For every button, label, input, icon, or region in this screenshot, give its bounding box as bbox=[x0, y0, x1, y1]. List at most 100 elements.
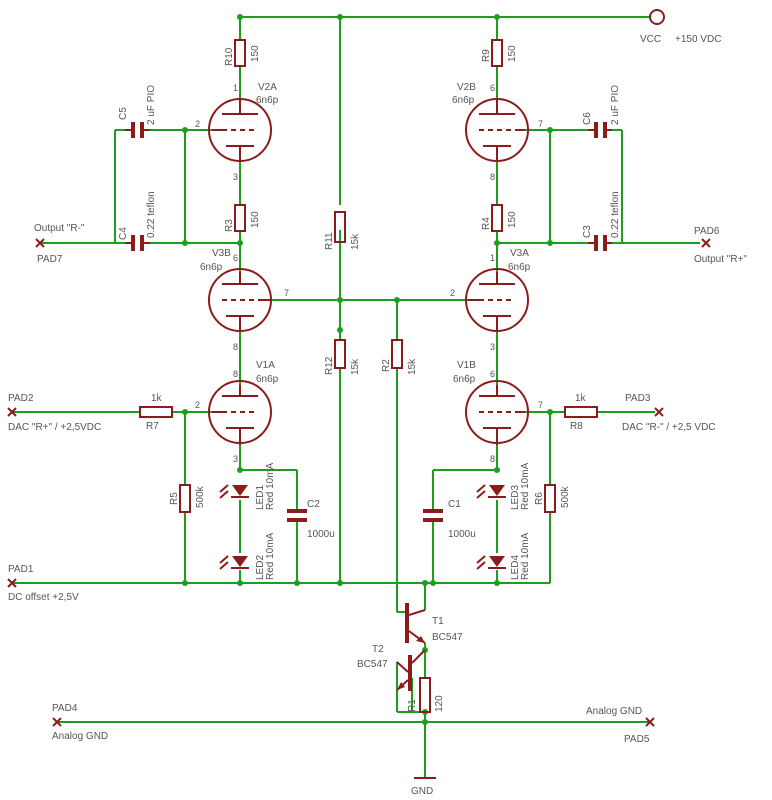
led-led3-value: Red 10mA bbox=[520, 462, 531, 510]
tube-v2b: V2B 6n6p 6 7 8 bbox=[452, 82, 543, 182]
resistor-r7-value: 1k bbox=[151, 393, 163, 404]
resistor-r5-value: 500k bbox=[195, 485, 206, 508]
tube-v3a-type: 6n6p bbox=[508, 262, 531, 273]
resistor-r11: R11 15k bbox=[324, 211, 361, 250]
tube-v1a-type: 6n6p bbox=[256, 374, 279, 385]
capacitor-c3-value: 0.22 teflon bbox=[610, 191, 621, 238]
tube-v2b-pin-cathode: 8 bbox=[490, 172, 495, 182]
capacitor-c1-value: 1000u bbox=[448, 529, 476, 540]
resistor-r7-ref: R7 bbox=[146, 421, 159, 432]
tube-v1a-pin-cathode: 3 bbox=[233, 454, 238, 464]
tube-v3a-pin-cathode: 3 bbox=[490, 342, 495, 352]
pad-pad6[interactable]: PAD6 Output "R+" bbox=[694, 226, 747, 265]
resistor-r10-value: 150 bbox=[250, 45, 261, 62]
tube-v3b-type: 6n6p bbox=[200, 262, 223, 273]
tube-v1b-pin-anode: 6 bbox=[490, 369, 495, 379]
tube-v1b-pin-cathode: 8 bbox=[490, 454, 495, 464]
tube-v1b-type: 6n6p bbox=[453, 374, 476, 385]
tube-v3a: V3A 6n6p 1 2 3 bbox=[450, 248, 531, 352]
capacitor-c2: C2 1000u bbox=[287, 499, 335, 540]
pad-pad6-ref: PAD6 bbox=[694, 226, 720, 237]
pad-pad5-ref: PAD5 bbox=[624, 734, 650, 745]
led-led3: LED3 Red 10mA bbox=[476, 462, 531, 510]
pad-pad4[interactable]: PAD4 Analog GND bbox=[52, 703, 108, 742]
tube-v3b: V3B 6n6p 6 7 8 bbox=[200, 248, 289, 352]
led-led4: LED4 Red 10mA bbox=[476, 532, 531, 580]
capacitor-c3: C3 0.22 teflon bbox=[582, 191, 621, 251]
tube-v2a-type: 6n6p bbox=[256, 95, 279, 106]
capacitor-c1: C1 1000u bbox=[423, 499, 476, 540]
resistor-r1-ref: R1 bbox=[407, 699, 418, 712]
resistor-r5: R5 500k bbox=[169, 484, 206, 513]
tube-v2a-pin-anode: 1 bbox=[233, 83, 238, 93]
resistor-r3-value: 150 bbox=[250, 211, 261, 228]
resistor-r6: R6 500k bbox=[534, 484, 571, 513]
pad-pad3-label: DAC "R-" / +2,5 VDC bbox=[622, 422, 716, 433]
tube-v3a-ref: V3A bbox=[510, 248, 529, 259]
resistor-r4: R4 150 bbox=[481, 204, 518, 232]
led-led1-ref: LED1 bbox=[255, 485, 266, 510]
resistor-r5-ref: R5 bbox=[169, 492, 180, 505]
vcc-label: VCC bbox=[640, 34, 661, 45]
tube-v1b: V1B 6n6p 6 7 8 bbox=[453, 360, 543, 464]
pad-pad1-ref: PAD1 bbox=[8, 564, 34, 575]
resistor-r8-value: 1k bbox=[575, 393, 587, 404]
resistor-r4-value: 150 bbox=[507, 211, 518, 228]
pad-pad2[interactable]: PAD2 DAC "R+" / +2,5VDC bbox=[7, 393, 101, 433]
pad-pad5[interactable]: Analog GND PAD5 bbox=[586, 706, 655, 745]
tube-v3a-pin-grid: 2 bbox=[450, 288, 455, 298]
resistor-r2: R2 15k bbox=[381, 339, 418, 375]
ground-label: GND bbox=[411, 786, 433, 797]
transistor-t1-value: BC547 bbox=[432, 632, 463, 643]
capacitor-c6-ref: C6 bbox=[582, 112, 593, 125]
resistor-r8-ref: R8 bbox=[570, 421, 583, 432]
resistor-r1-value: 120 bbox=[434, 695, 445, 712]
tube-v2a-pin-grid: 2 bbox=[195, 119, 200, 129]
tube-v2b-pin-anode: 6 bbox=[490, 83, 495, 93]
capacitor-c1-ref: C1 bbox=[448, 499, 461, 510]
resistor-r2-value: 15k bbox=[407, 358, 418, 375]
pad-pad6-label: Output "R+" bbox=[694, 254, 747, 265]
wires bbox=[12, 16, 700, 778]
transistor-t1-ref: T1 bbox=[432, 616, 444, 627]
transistor-t1: T1 BC547 bbox=[405, 603, 463, 644]
vcc-terminal: VCC +150 VDC bbox=[640, 9, 721, 45]
tube-v1a-pin-anode: 8 bbox=[233, 369, 238, 379]
resistor-r11-value: 15k bbox=[350, 233, 361, 250]
pad-pad7-ref: PAD7 bbox=[37, 254, 63, 265]
ground-symbol: GND bbox=[411, 777, 436, 797]
capacitor-c4-ref: C4 bbox=[118, 227, 129, 240]
pad-pad2-label: DAC "R+" / +2,5VDC bbox=[8, 422, 101, 433]
resistor-r3-ref: R3 bbox=[224, 219, 235, 232]
resistor-r6-ref: R6 bbox=[534, 492, 545, 505]
junction-dots bbox=[182, 14, 553, 725]
led-led3-ref: LED3 bbox=[510, 485, 521, 510]
resistor-r12-ref: R12 bbox=[324, 356, 335, 375]
pad-pad3[interactable]: PAD3 DAC "R-" / +2,5 VDC bbox=[622, 393, 716, 433]
transistor-t2-value: BC547 bbox=[357, 659, 388, 670]
resistor-r9-ref: R9 bbox=[481, 49, 492, 62]
pad-pad1-label: DC offset +2,5V bbox=[8, 592, 79, 603]
pad-pad5-label: Analog GND bbox=[586, 706, 642, 717]
resistor-r9-value: 150 bbox=[507, 45, 518, 62]
pad-pad7[interactable]: Output "R-" PAD7 bbox=[34, 223, 85, 265]
capacitor-c5: C5 2 uF PIO bbox=[118, 85, 157, 138]
tube-v2a-ref: V2A bbox=[258, 82, 277, 93]
capacitor-c3-ref: C3 bbox=[582, 225, 593, 238]
pad-pad7-label: Output "R-" bbox=[34, 223, 85, 234]
pad-pad3-ref: PAD3 bbox=[625, 393, 651, 404]
resistor-r8: 1k R8 bbox=[564, 393, 598, 432]
pad-pad1[interactable]: PAD1 DC offset +2,5V bbox=[7, 564, 79, 603]
tube-v2a: V2A 6n6p 1 2 3 bbox=[195, 82, 279, 182]
tube-v1b-pin-grid: 7 bbox=[538, 400, 543, 410]
transistor-t2-ref: T2 bbox=[372, 644, 384, 655]
capacitor-c5-ref: C5 bbox=[118, 107, 129, 120]
capacitor-c6-value: 2 uF PIO bbox=[610, 85, 621, 125]
capacitor-c6: C6 2 uF PIO bbox=[582, 85, 621, 138]
tube-v2b-pin-grid: 7 bbox=[538, 119, 543, 129]
led-led2: LED2 Red 10mA bbox=[219, 532, 276, 580]
vcc-value: +150 VDC bbox=[675, 34, 721, 45]
tube-v3b-pin-anode: 6 bbox=[233, 253, 238, 263]
resistor-r1: R1 120 bbox=[407, 677, 445, 713]
